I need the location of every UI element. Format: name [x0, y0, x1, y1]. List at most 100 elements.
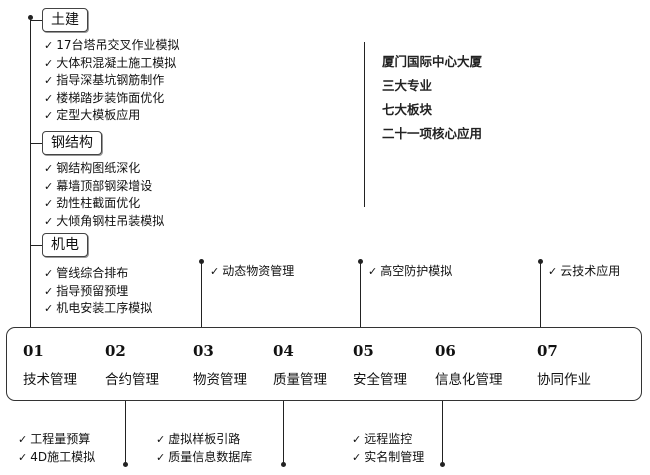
summary-applications: 二十一项核心应用 [382, 126, 483, 141]
list-item: ✓大体积混凝土施工模拟 [44, 55, 177, 70]
mep-title: 机电 [42, 233, 88, 257]
module-02: 02 合约管理 [105, 342, 159, 388]
check-icon: ✓ [210, 265, 220, 278]
check-icon: ✓ [44, 162, 54, 175]
civil-list: ✓17台塔吊交叉作业模拟 ✓大体积混凝土施工模拟 ✓指导深基坑钢筋制作 ✓楼梯踏… [44, 37, 180, 125]
materials-connector [201, 262, 202, 328]
list-item: ✓17台塔吊交叉作业模拟 [44, 38, 180, 52]
safety-connector [360, 262, 361, 328]
check-icon: ✓ [44, 214, 54, 228]
module-name: 技术管理 [23, 372, 77, 388]
safety-callout-label: 高空防护模拟 [380, 264, 453, 278]
check-icon: ✓ [44, 302, 54, 315]
check-icon: ✓ [156, 433, 166, 446]
list-item: ✓钢结构图纸深化 [44, 161, 141, 175]
materials-dot [199, 259, 204, 264]
summary-project-name: 厦门国际中心大厦 [382, 54, 483, 69]
check-icon: ✓ [548, 265, 558, 278]
contract-connector [125, 400, 126, 466]
safety-bottom-dot [440, 462, 445, 467]
list-item: ✓机电安装工序模拟 [44, 301, 153, 315]
module-06: 06 信息化管理 [435, 342, 503, 388]
module-04: 04 质量管理 [273, 342, 327, 388]
modules-bar: 01 技术管理 02 合约管理 03 物资管理 04 质量管理 05 安全管理 … [6, 327, 642, 401]
module-name: 物资管理 [193, 372, 247, 388]
project-summary: 厦门国际中心大厦 三大专业 七大板块 二十一项核心应用 [382, 50, 482, 146]
module-number: 05 [353, 342, 374, 360]
contract-callout: ✓工程量预算 ✓4D施工模拟 [18, 431, 95, 466]
list-item: ✓4D施工模拟 [18, 449, 96, 464]
summary-modules: 七大板块 [382, 102, 433, 117]
module-number: 06 [435, 342, 456, 360]
module-name: 安全管理 [353, 372, 407, 388]
collab-callout: ✓云技术应用 [548, 262, 620, 279]
check-icon: ✓ [156, 450, 166, 464]
materials-callout-label: 动态物资管理 [222, 264, 295, 278]
list-item: ✓质量信息数据库 [156, 449, 253, 464]
check-icon: ✓ [352, 433, 362, 446]
steel-title: 钢结构 [42, 131, 102, 155]
contract-dot [123, 462, 128, 467]
list-item: ✓指导深基坑钢筋制作 [44, 73, 165, 87]
list-item: ✓管线综合排布 [44, 266, 129, 280]
module-name: 协同作业 [537, 372, 591, 388]
check-icon: ✓ [44, 284, 54, 298]
trunk-dot [28, 15, 33, 20]
safety-bottom-callout: ✓远程监控 ✓实名制管理 [352, 431, 424, 466]
civil-title: 土建 [42, 8, 88, 32]
module-07: 07 协同作业 [537, 342, 591, 388]
quality-connector [283, 400, 284, 466]
module-name: 信息化管理 [435, 372, 503, 388]
check-icon: ✓ [44, 197, 54, 210]
module-03: 03 物资管理 [193, 342, 247, 388]
module-number: 03 [193, 342, 214, 360]
civil-connector [30, 20, 42, 21]
mep-title-label: 机电 [51, 237, 79, 253]
collab-connector [540, 262, 541, 328]
module-01: 01 技术管理 [23, 342, 77, 388]
steel-title-label: 钢结构 [51, 135, 93, 151]
check-icon: ✓ [44, 109, 54, 122]
module-number: 04 [273, 342, 294, 360]
list-item: ✓工程量预算 [18, 432, 91, 446]
safety-bottom-connector [442, 400, 443, 466]
list-item: ✓远程监控 [352, 432, 413, 446]
mep-connector [30, 245, 42, 246]
summary-disciplines: 三大专业 [382, 78, 433, 93]
list-item: ✓幕墙顶部钢梁增设 [44, 178, 153, 193]
module-05: 05 安全管理 [353, 342, 407, 388]
mep-list: ✓管线综合排布 ✓指导预留预埋 ✓机电安装工序模拟 [44, 265, 152, 318]
summary-divider [364, 42, 365, 207]
trunk-line [30, 20, 31, 328]
check-icon: ✓ [44, 74, 54, 87]
check-icon: ✓ [44, 267, 54, 280]
check-icon: ✓ [44, 91, 54, 105]
check-icon: ✓ [18, 433, 28, 446]
list-item: ✓劲性柱截面优化 [44, 196, 141, 210]
safety-dot [358, 259, 363, 264]
list-item: ✓大倾角钢柱吊装模拟 [44, 213, 165, 228]
list-item: ✓虚拟样板引路 [156, 432, 241, 446]
list-item: ✓指导预留预埋 [44, 283, 129, 298]
module-name: 合约管理 [105, 372, 159, 388]
module-number: 01 [23, 342, 44, 360]
check-icon: ✓ [18, 450, 28, 464]
quality-callout: ✓虚拟样板引路 ✓质量信息数据库 [156, 431, 252, 466]
module-number: 02 [105, 342, 126, 360]
module-number: 07 [537, 342, 558, 360]
collab-callout-label: 云技术应用 [560, 264, 621, 278]
check-icon: ✓ [352, 450, 362, 464]
collab-dot [538, 259, 543, 264]
steel-list: ✓钢结构图纸深化 ✓幕墙顶部钢梁增设 ✓劲性柱截面优化 ✓大倾角钢柱吊装模拟 [44, 160, 164, 230]
list-item: ✓实名制管理 [352, 449, 425, 464]
check-icon: ✓ [44, 179, 54, 193]
check-icon: ✓ [44, 39, 54, 52]
safety-callout: ✓高空防护模拟 [368, 262, 452, 279]
module-name: 质量管理 [273, 372, 327, 388]
check-icon: ✓ [44, 56, 54, 70]
list-item: ✓楼梯踏步装饰面优化 [44, 90, 165, 105]
materials-callout: ✓动态物资管理 [210, 262, 294, 279]
check-icon: ✓ [368, 265, 378, 278]
steel-connector [30, 143, 42, 144]
quality-dot [281, 462, 286, 467]
